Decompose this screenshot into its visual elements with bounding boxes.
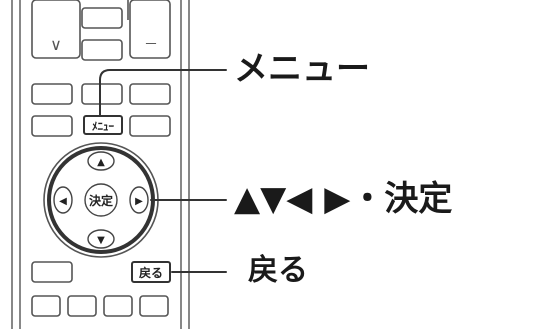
top-button-1[interactable] (81, 7, 123, 29)
up-button[interactable] (87, 151, 115, 171)
nav-callout: ▲▼◀ ▶・決定 (234, 179, 453, 219)
down-arrow-icon: ▼ (97, 235, 105, 246)
menu-leader-line (99, 69, 227, 117)
left-arrow-icon: ◀ (59, 196, 67, 207)
vol-down-button[interactable] (31, 0, 81, 59)
up-arrow-icon: ▲ (97, 157, 105, 168)
row-button-1[interactable] (31, 83, 73, 105)
right-button[interactable] (129, 186, 149, 214)
menu-button-label: ﾒﾆｭｰ (92, 120, 114, 133)
row-button-5[interactable] (129, 115, 171, 137)
menu-button[interactable] (83, 115, 123, 135)
right-arrow-icon: ▶ (135, 196, 143, 207)
back-button-label: 戻る (139, 265, 163, 280)
enter-button[interactable] (84, 183, 118, 217)
remote-body (11, 0, 190, 329)
menu-callout: メニュー (234, 49, 370, 89)
bottom-button-1[interactable] (31, 261, 73, 283)
row-button-2[interactable] (81, 83, 123, 105)
vol-down-glyph: ∨ (50, 35, 62, 54)
row-button-3[interactable] (129, 83, 171, 105)
down-button[interactable] (87, 229, 115, 249)
minus-glyph: － (144, 37, 158, 53)
bottom-button-3[interactable] (67, 295, 97, 317)
back-callout: 戻る (248, 253, 308, 288)
bottom-button-5[interactable] (139, 295, 169, 317)
minus-button[interactable] (129, 0, 171, 59)
enter-button-label: 決定 (89, 193, 113, 208)
bottom-button-2[interactable] (31, 295, 61, 317)
top-button-2[interactable] (81, 39, 123, 61)
row-button-4[interactable] (31, 115, 73, 137)
bottom-button-4[interactable] (103, 295, 133, 317)
left-button[interactable] (53, 186, 73, 214)
back-button[interactable] (131, 261, 171, 283)
